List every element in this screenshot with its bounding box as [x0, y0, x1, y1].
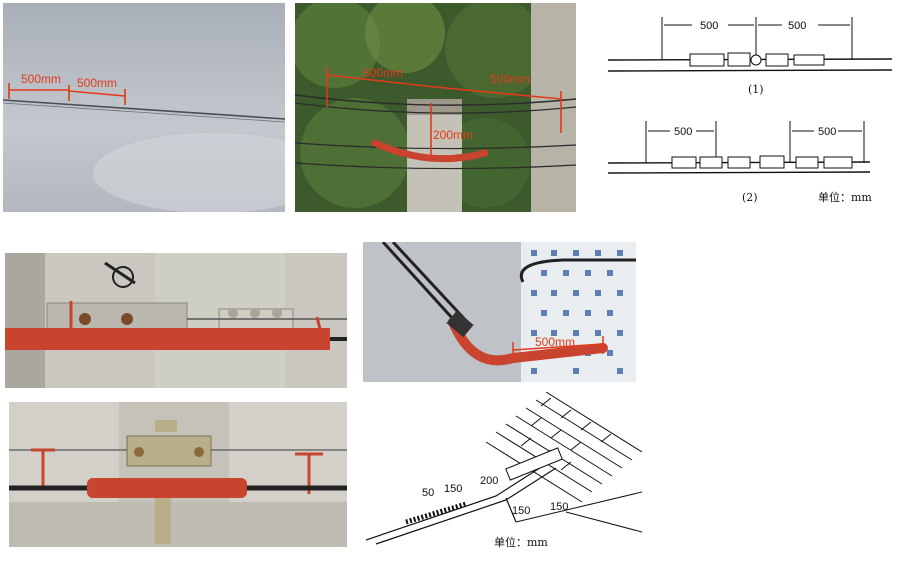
dim-50: 50 — [422, 487, 434, 499]
overhead-cable — [3, 99, 285, 120]
pole-label-sag: 200mm — [433, 128, 473, 142]
photo-pole-sleeve: 500mm 500mm 200mm — [295, 3, 576, 212]
photo-wall-clamp — [5, 253, 347, 388]
dim-200: 200 — [480, 475, 498, 487]
photo-sky-cable: 500mm 500mm — [3, 3, 285, 212]
dimension-marks — [8, 83, 126, 105]
photo-building-corner: 500mm — [363, 242, 636, 382]
drawing-1: 500 500 (1) — [607, 17, 893, 96]
pole-label-left: 500mm — [363, 66, 403, 80]
clamp-drawing — [505, 447, 563, 481]
cable-sleeve — [87, 478, 247, 498]
photo-pole-clamp — [9, 402, 347, 547]
dim-150-b: 150 — [512, 505, 530, 517]
pole-label-right: 500mm — [490, 72, 530, 86]
sky-label-right: 500mm — [77, 76, 117, 90]
drawing-wall-entry: 50 150 200 150 150 单位：mm — [366, 392, 642, 552]
caption-1: (1) — [748, 83, 764, 96]
dim-150-a: 150 — [444, 483, 462, 495]
caption-2: (2) — [742, 191, 758, 204]
cable-sleeve — [371, 139, 489, 163]
cable-run — [366, 463, 557, 545]
drawing-2: 500 500 (2) 单位：mm — [607, 121, 872, 204]
tiled-wall — [521, 242, 636, 382]
sky-label-left: 500mm — [21, 72, 61, 86]
cable-clamp — [446, 310, 474, 338]
dim-2-right: 500 — [818, 126, 836, 138]
dim-150-c: 150 — [550, 501, 568, 513]
dim-1-right: 500 — [788, 20, 806, 32]
unit-label-top: 单位：mm — [818, 190, 872, 204]
dim-1-left: 500 — [700, 20, 718, 32]
dimension-marks — [512, 336, 604, 360]
dim-2-left: 500 — [674, 126, 692, 138]
drawing-cable-layout: 500 500 (1) 500 500 (2) 单位：mm — [600, 3, 900, 213]
building-label: 500mm — [535, 335, 575, 349]
dimension-marks — [326, 67, 562, 159]
unit-label-bottom: 单位：mm — [494, 535, 548, 549]
cable-sleeve — [5, 328, 330, 350]
